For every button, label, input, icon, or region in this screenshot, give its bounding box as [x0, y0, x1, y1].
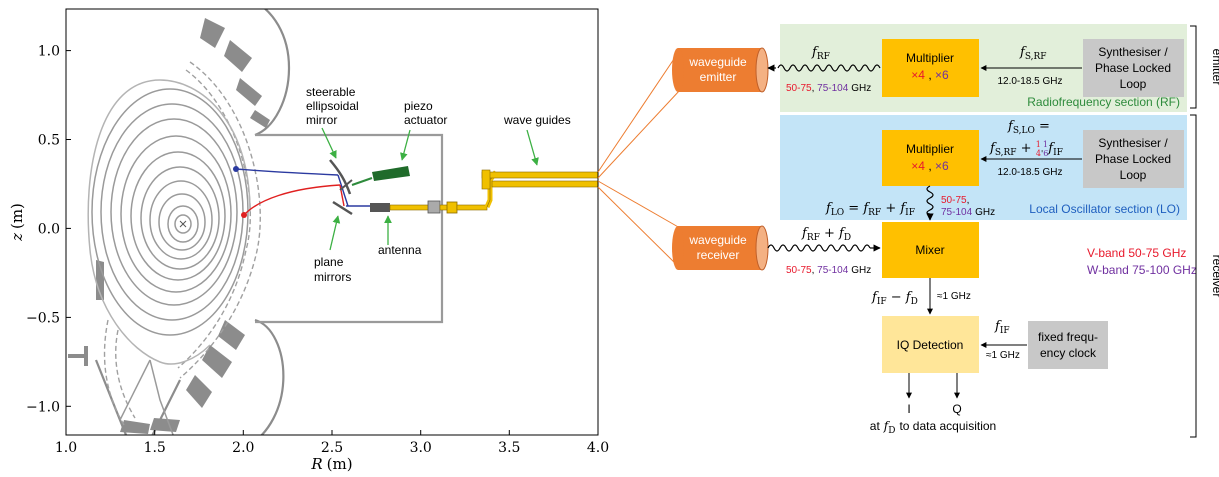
- annotation-antenna: antenna: [378, 243, 422, 257]
- svg-text:fixed frequ-: fixed frequ-: [1038, 330, 1098, 344]
- x-tick-label: 1.0: [55, 440, 77, 456]
- annotation-mirror: mirror: [306, 113, 337, 127]
- svg-text:IQ Detection: IQ Detection: [897, 338, 964, 352]
- rf-section-label: Radiofrequency section (RF): [1027, 95, 1180, 109]
- flux-surfaces: [87, 79, 251, 435]
- tokamak-plot: 1.0 1.5 2.0 2.5 3.0 3.5 4.0 1.0 0.5 0.0 …: [8, 8, 609, 473]
- annotation-plane: plane: [314, 255, 344, 269]
- magnetic-axis: [179, 220, 187, 228]
- svg-text:receiver: receiver: [697, 248, 740, 262]
- waveguide-emitter: waveguide emitter: [672, 47, 769, 93]
- output-i: I: [907, 402, 910, 416]
- plane-mirror: [332, 200, 353, 216]
- antenna-waveguide: [370, 169, 598, 214]
- x-tick-label: 4.0: [587, 440, 609, 456]
- waveguide-receiver: waveguide receiver: [672, 225, 769, 271]
- annotation-arrows: [321, 127, 539, 251]
- x-tick-label: 2.5: [321, 440, 343, 456]
- svg-text:waveguide: waveguide: [688, 233, 747, 247]
- wavy-signals: [767, 64, 934, 252]
- svg-text:emitter: emitter: [700, 70, 737, 84]
- annotation-ellipsoidal: ellipsoidal: [306, 99, 359, 113]
- iq-detection: IQ Detection: [882, 316, 979, 373]
- annotation-actuator: actuator: [404, 113, 447, 127]
- x-tick-label: 1.5: [144, 440, 166, 456]
- microwave-rays: [235, 168, 372, 216]
- annotation-piezo: piezo: [404, 99, 433, 113]
- x-axis-label: R(m): [310, 455, 352, 473]
- x-tick-label: 3.0: [410, 440, 432, 456]
- if-approx: ≈1 GHz: [937, 291, 971, 302]
- f-lo-label: fLO = fRF + fIF: [825, 201, 915, 218]
- v-band-legend: V-band 50-75 GHz: [1087, 246, 1186, 260]
- annotation-steerable: steerable: [306, 85, 356, 99]
- lo-synth-range: 12.0-18.5 GHz: [997, 167, 1062, 178]
- plot-frame: [65, 8, 599, 436]
- first-wall-tiles: [68, 18, 270, 434]
- receiver-side-label: receiver: [1210, 255, 1219, 298]
- svg-text:Synthesiser /: Synthesiser /: [1098, 136, 1168, 150]
- svg-text:waveguide: waveguide: [688, 55, 747, 69]
- svg-text:Loop: Loop: [1120, 77, 1147, 91]
- svg-text:×4 , ×6: ×4 , ×6: [911, 159, 949, 173]
- f-srf-label: fS,RF: [1019, 45, 1047, 62]
- red-reflection-point: [241, 212, 247, 218]
- svg-text:Loop: Loop: [1120, 168, 1147, 182]
- dashed-coils: [103, 61, 261, 426]
- y-tick-label: 1.0: [38, 44, 60, 60]
- svg-text:Phase Locked: Phase Locked: [1095, 152, 1171, 166]
- connector-lines: [597, 49, 681, 269]
- svg-text:Synthesiser /: Synthesiser /: [1098, 45, 1168, 59]
- mixer: Mixer: [882, 222, 979, 278]
- x-tick-label: 2.0: [232, 440, 254, 456]
- svg-text:Multiplier: Multiplier: [906, 142, 954, 156]
- f-rf-label: fRF: [811, 45, 830, 62]
- rf-synth-range: 12.0-18.5 GHz: [997, 76, 1062, 87]
- block-diagram: waveguide emitter waveguide receiver Mul…: [672, 24, 1219, 438]
- svg-text:Multiplier: Multiplier: [906, 51, 954, 65]
- synthesiser-lo: Synthesiser / Phase Locked Loop: [1083, 130, 1184, 188]
- multiplier-rf: Multiplier ×4 , ×6: [882, 39, 979, 97]
- steerable-ellipsoidal-mirror: [329, 159, 352, 195]
- x-tick-label: 3.5: [498, 440, 520, 456]
- svg-text:Phase Locked: Phase Locked: [1095, 61, 1171, 75]
- y-tick-label: 0.5: [38, 133, 60, 149]
- x-ticks: [65, 430, 599, 435]
- svg-text:ency clock: ency clock: [1040, 346, 1097, 360]
- plane-mirror-2: [339, 179, 353, 191]
- synthesiser-rf: Synthesiser / Phase Locked Loop: [1083, 39, 1184, 97]
- multiplier-lo: Multiplier ×4 , ×6: [882, 130, 979, 186]
- y-tick-label: −1.0: [26, 399, 60, 415]
- side-braces: [1190, 25, 1197, 438]
- lo-band-v: 50-75,: [941, 195, 969, 206]
- f-if-label: fIF: [994, 319, 1010, 336]
- f-slo-label: fS,LO =: [1007, 119, 1050, 136]
- f-rf-fd-label: fRF + fD: [801, 226, 851, 243]
- fixed-frequency-clock: fixed frequ- ency clock: [1028, 321, 1108, 369]
- svg-text:Mixer: Mixer: [915, 243, 944, 257]
- output-q: Q: [952, 402, 961, 416]
- y-ticks: [66, 50, 71, 407]
- y-tick-label: −0.5: [26, 310, 60, 326]
- y-tick-label: 0.0: [38, 221, 60, 237]
- w-band-legend: W-band 75-100 GHz: [1087, 263, 1197, 277]
- piezo-actuator: [351, 166, 410, 186]
- annotation-waveguides: wave guides: [503, 113, 571, 127]
- svg-text:×4 , ×6: ×4 , ×6: [911, 68, 949, 82]
- lo-section-label: Local Oscillator section (LO): [1029, 202, 1180, 216]
- y-axis-label: z(m): [8, 203, 26, 242]
- blue-reflection-point: [233, 166, 239, 172]
- f-if-fd-label: fIF − fD: [871, 290, 918, 307]
- emitter-side-label: emitter: [1210, 49, 1219, 86]
- annotation-mirrors: mirrors: [314, 270, 351, 284]
- clock-approx: ≈1 GHz: [986, 350, 1020, 361]
- diagnostic-port: [255, 133, 444, 324]
- signal-arrows: [906, 65, 1082, 399]
